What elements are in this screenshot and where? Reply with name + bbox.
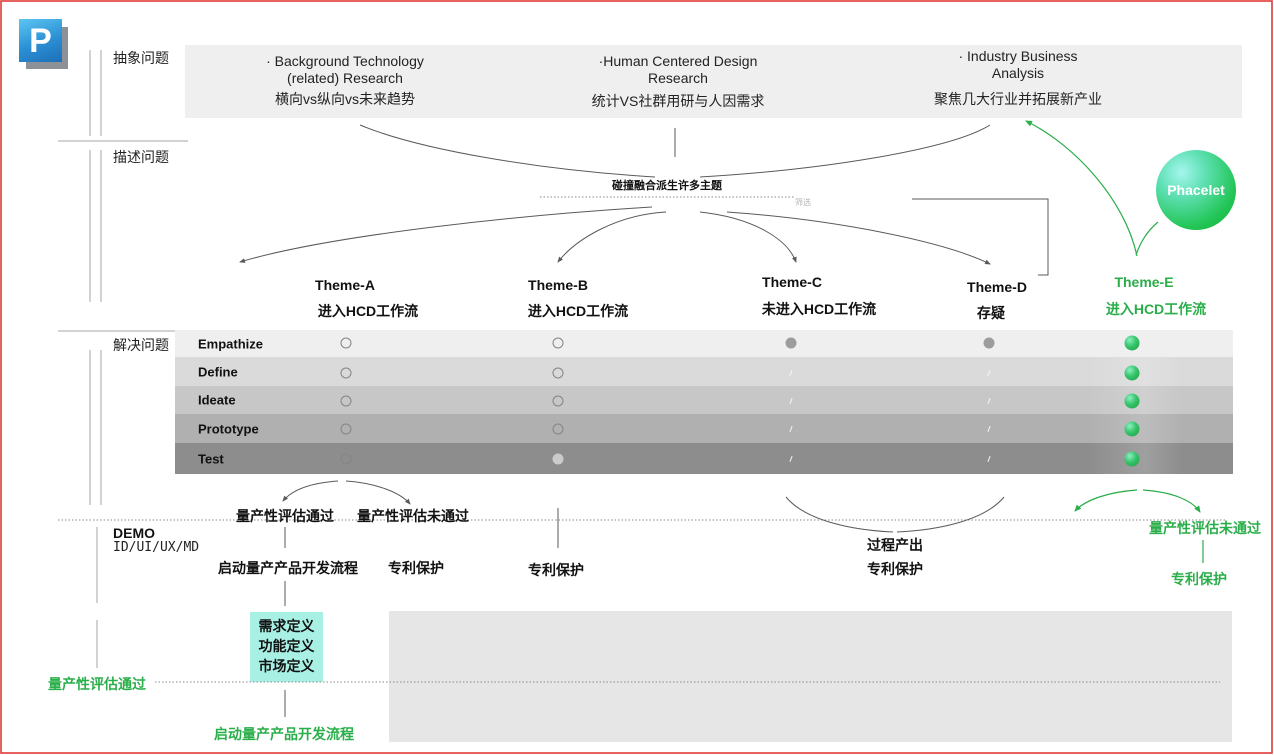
research-title: Analysis <box>991 65 1045 81</box>
theme-e-fail-label: 量产性评估未通过 <box>1149 520 1261 536</box>
theme-e-patent-label: 专利保护 <box>1171 571 1227 587</box>
stage-row-empathize: Empathize <box>175 330 1233 357</box>
research-card-industry: · Industry Business Analysis 聚焦几大行业并拓展新产… <box>918 48 1118 108</box>
theme-b-name: Theme-B <box>528 277 588 293</box>
definition-box: 需求定义 功能定义 市场定义 <box>250 612 323 682</box>
stage-row-prototype: Prototype <box>175 414 1233 443</box>
connector-a-fail <box>345 480 411 505</box>
research-focus: 聚焦几大行业并拓展新产业 <box>934 91 1102 107</box>
theme-a-fail-label: 量产性评估未通过 <box>357 508 469 524</box>
stage-label-test: Test <box>198 451 224 466</box>
filter-label: 筛选 <box>795 198 811 207</box>
theme-e-name: Theme-E <box>1114 274 1174 290</box>
theme-c-status: 未进入HCD工作流 <box>761 301 877 317</box>
theme-cd-patent-label: 专利保护 <box>867 561 923 577</box>
stage-label-define: Define <box>198 364 238 379</box>
connector-e-pass <box>1074 489 1138 512</box>
research-card-hcd: ·Human Centered Design Research 统计VS社群用研… <box>578 53 778 110</box>
connector-d-output <box>896 496 1005 533</box>
research-title: (related) Research <box>287 70 403 86</box>
logo-p-icon: P <box>19 19 62 62</box>
connector-a-pass <box>282 480 339 502</box>
connector-c-output <box>785 496 894 533</box>
research-card-background-tech: · Background Technology (related) Resear… <box>245 53 445 108</box>
theme-e-status: 进入HCD工作流 <box>1105 301 1207 317</box>
research-focus: 横向vs纵向vs未来趋势 <box>275 91 415 107</box>
phacelet-badge: Phacelet <box>1156 150 1236 230</box>
definition-requirements: 需求定义 <box>258 618 315 634</box>
research-title: Research <box>648 70 708 86</box>
production-start-label: 启动量产产品开发流程 <box>214 726 354 742</box>
stage-label-prototype: Prototype <box>198 421 259 436</box>
stage-row-test: Test <box>175 443 1233 474</box>
theme-a-status: 进入HCD工作流 <box>317 303 419 319</box>
phacelet-label: Phacelet <box>1167 182 1225 198</box>
research-title: · Industry Business <box>958 48 1078 64</box>
theme-d-status: 存疑 <box>977 305 1005 321</box>
label-demo: DEMO <box>113 525 155 541</box>
label-demo-disciplines: ID/UI/UX/MD <box>113 540 200 555</box>
connector-phacelet-theme-e <box>1135 221 1159 256</box>
research-title: ·Human Centered Design <box>598 53 758 69</box>
filter-bracket <box>912 198 1049 276</box>
theme-a-start-dev-label: 启动量产产品开发流程 <box>218 560 358 576</box>
theme-b-status: 进入HCD工作流 <box>527 303 629 319</box>
theme-e-column-highlight <box>1088 357 1183 474</box>
connector-research-1 <box>359 124 656 178</box>
stage-label-empathize: Empathize <box>198 336 264 351</box>
production-pass-label: 量产性评估通过 <box>48 676 146 692</box>
stage-row-define: Define <box>175 357 1233 386</box>
connector-theme-d <box>726 211 991 265</box>
theme-a-pass-label: 量产性评估通过 <box>236 508 334 524</box>
connector-e-fail <box>1142 489 1201 513</box>
fusion-label: 碰撞融合派生许多主题 <box>612 180 722 192</box>
connector-theme-b <box>557 211 667 263</box>
connector-research-3 <box>699 124 991 178</box>
connector-theme-a <box>239 206 653 263</box>
theme-cd-output-label: 过程产出 <box>867 537 923 553</box>
theme-a-name: Theme-A <box>315 277 375 293</box>
placeholder-panel <box>389 611 1232 742</box>
stage-label-ideate: Ideate <box>198 392 236 408</box>
definition-market: 市场定义 <box>258 658 315 674</box>
theme-c-name: Theme-C <box>762 274 822 290</box>
theme-a-patent-label: 专利保护 <box>388 560 444 576</box>
research-focus: 统计VS社群用研与人因需求 <box>591 93 765 109</box>
definition-features: 功能定义 <box>258 638 315 654</box>
label-describe-problem: 描述问题 <box>113 149 169 165</box>
connector-theme-e-feedback <box>1025 120 1138 257</box>
connector-theme-c <box>699 211 797 263</box>
stage-row-ideate: Ideate <box>175 386 1233 414</box>
theme-b-patent-label: 专利保护 <box>528 562 584 578</box>
label-solve-problem: 解决问题 <box>113 337 169 353</box>
research-title: · Background Technology <box>266 53 424 69</box>
theme-d-name: Theme-D <box>967 279 1027 295</box>
label-abstract-problem: 抽象问题 <box>113 50 169 66</box>
